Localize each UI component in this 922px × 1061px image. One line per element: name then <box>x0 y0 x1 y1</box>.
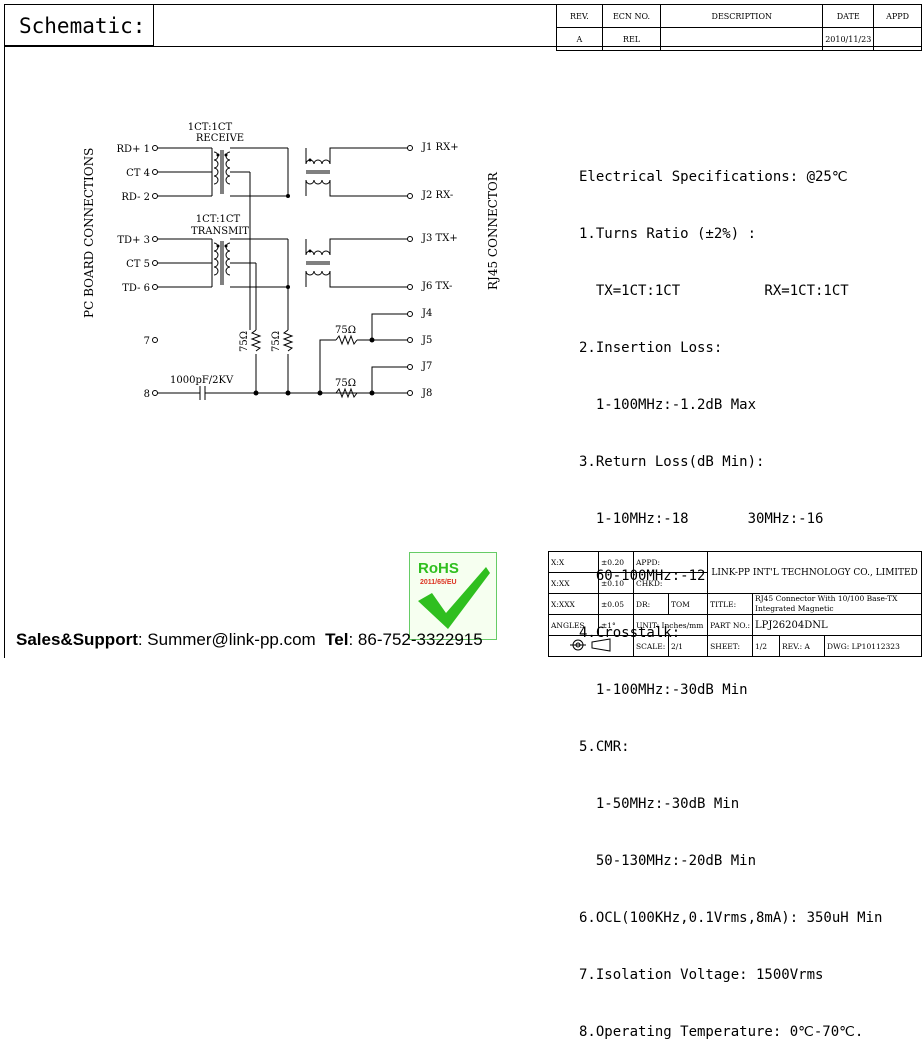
spec-line: 1-100MHz:-30dB Min <box>579 682 748 698</box>
projection-symbol-icon <box>548 635 634 657</box>
dr-label: DR: <box>633 593 669 615</box>
tol-3-label: X:XXX <box>548 593 599 615</box>
dwg-label: DWG: <box>827 641 850 651</box>
pin-td-plus: TD+ 3 <box>117 235 150 246</box>
resistor-label-j8: 75Ω <box>335 378 356 389</box>
tol-3-value: ±0.05 <box>598 593 634 615</box>
spec-line: 1-50MHz:-30dB Min <box>579 796 740 812</box>
spec-line: 50-130MHz:-20dB Min <box>579 853 757 869</box>
schematic-diagram: 1CT:1CT RECEIVE 1CT:1CT TRANSMIT RD+ 1 C… <box>82 122 500 400</box>
rohs-badge: RoHS 2011/65/EU <box>409 552 497 640</box>
pin-j6: J6 TX- <box>421 281 452 292</box>
resistor-label-ct4: 75Ω <box>239 331 250 352</box>
spec-line: 2.Insertion Loss: <box>579 340 723 356</box>
rohs-label: RoHS <box>418 560 459 577</box>
tol-4-value: ±1° <box>598 614 634 636</box>
title-block: X:X ±0.20 APPD: LINK-PP INT'L TECHNOLOGY… <box>548 551 922 657</box>
description-header: DESCRIPTION <box>660 4 824 28</box>
sales-email: : Summer@link-pp.com <box>137 630 316 649</box>
description-value <box>660 27 824 51</box>
tel-label: Tel <box>325 630 349 649</box>
scale-value: 2/1 <box>667 635 709 657</box>
company-name: LINK-PP INT'L TECHNOLOGY CO., LIMITED <box>707 551 922 594</box>
checkmark-icon <box>418 567 490 629</box>
resistor-label-ct5: 75Ω <box>271 331 282 352</box>
pin-j1: J1 RX+ <box>421 142 459 153</box>
receive-ratio-label: 1CT:1CT <box>188 122 233 133</box>
pin-7: 7 <box>144 336 150 347</box>
footer-contact: Sales&Support: Summer@link-pp.com Tel: 8… <box>16 630 483 650</box>
appd-value <box>873 27 922 51</box>
pin-ct5: CT 5 <box>126 259 150 270</box>
pin-td-minus: TD- 6 <box>122 283 150 294</box>
spec-line: 7.Isolation Voltage: 1500Vrms <box>579 967 824 983</box>
transmit-label: TRANSMIT <box>191 226 249 237</box>
spec-line: 1.Turns Ratio (±2%) : <box>579 226 757 242</box>
pin-8: 8 <box>144 389 150 400</box>
scale-label: SCALE: <box>633 635 669 657</box>
date-value: 2010/11/23 <box>822 27 875 51</box>
rev-header: REV. <box>556 4 603 28</box>
dr-name: TOM <box>667 593 709 615</box>
spec-line: 3.Return Loss(dB Min): <box>579 454 765 470</box>
pin-rd-minus: RD- 2 <box>121 192 150 203</box>
receive-label: RECEIVE <box>196 133 244 144</box>
spec-line: Electrical Specifications: @25℃ <box>579 169 848 185</box>
dwg-value: LP10112323 <box>851 641 900 651</box>
drawing-title-line2: Integrated Magnetic <box>755 604 834 613</box>
pin-j3: J3 TX+ <box>421 233 458 244</box>
part-number: LPJ26204DNL <box>752 614 922 636</box>
spec-line: 8.Operating Temperature: 0℃-70℃. <box>579 1024 864 1040</box>
pin-j4: J4 <box>421 308 432 319</box>
pin-j8: J8 <box>421 388 432 399</box>
drawing-title-line1: RJ45 Connector With 10/100 Base-TX <box>755 594 898 604</box>
rev-label: REV.: A <box>779 635 825 657</box>
spec-line: TX=1CT:1CT RX=1CT:1CT <box>579 283 849 299</box>
spec-line: 6.OCL(100KHz,0.1Vrms,8mA): 350uH Min <box>579 910 883 926</box>
part-label: PART NO.: <box>707 614 753 636</box>
title-label: TITLE: <box>707 593 753 615</box>
sheet-label: SHEET: <box>707 635 753 657</box>
pin-j2: J2 RX- <box>421 190 453 201</box>
ecn-header: ECN NO. <box>601 4 662 28</box>
tol-1-value: ±0.20 <box>598 551 634 573</box>
rev-label-text: REV.: <box>782 641 803 651</box>
sheet-value: 1/2 <box>752 635 780 657</box>
header-divider <box>4 46 922 47</box>
sales-label: Sales&Support <box>16 630 138 649</box>
rev-value: A <box>556 27 603 51</box>
spec-line: 1-100MHz:-1.2dB Max <box>579 397 757 413</box>
pin-rd-plus: RD+ 1 <box>117 144 150 155</box>
pin-j5: J5 <box>421 335 432 346</box>
page-title: Schematic: <box>4 4 154 46</box>
ecn-value: REL <box>601 27 662 51</box>
revision-table: REV. ECN NO. DESCRIPTION DATE APPD A REL… <box>556 4 922 51</box>
unit-label: UNIT: Inches/mm <box>632 614 709 636</box>
chkd-label: CHKD: <box>632 572 709 594</box>
appd-header: APPD <box>873 4 922 28</box>
date-header: DATE <box>822 4 875 28</box>
pc-board-label: PC BOARD CONNECTIONS <box>82 148 96 318</box>
rj45-label: RJ45 CONNECTOR <box>486 171 500 290</box>
pin-ct4: CT 4 <box>126 168 150 179</box>
drawing-frame <box>4 4 922 658</box>
transmit-ratio-label: 1CT:1CT <box>196 214 241 225</box>
rohs-sub: 2011/65/EU <box>420 579 457 586</box>
tol-2-label: X:XX <box>548 572 599 594</box>
appd-label: APPD: <box>632 551 709 573</box>
spec-line: 5.CMR: <box>579 739 630 755</box>
rev-value-tb: A <box>804 641 810 651</box>
dwg-cell: DWG: LP10112323 <box>824 635 922 657</box>
tol-1-label: X:X <box>548 551 599 573</box>
tol-4-label: ANGLES <box>548 614 599 636</box>
capacitor-label: 1000pF/2KV <box>170 375 234 386</box>
tol-2-value: ±0.10 <box>598 572 634 594</box>
tel-number: : 86-752-3322915 <box>348 630 483 649</box>
spec-line: 1-10MHz:-18 30MHz:-16 <box>579 511 824 527</box>
pin-j7: J7 <box>421 361 432 372</box>
resistor-label-j5: 75Ω <box>335 325 356 336</box>
